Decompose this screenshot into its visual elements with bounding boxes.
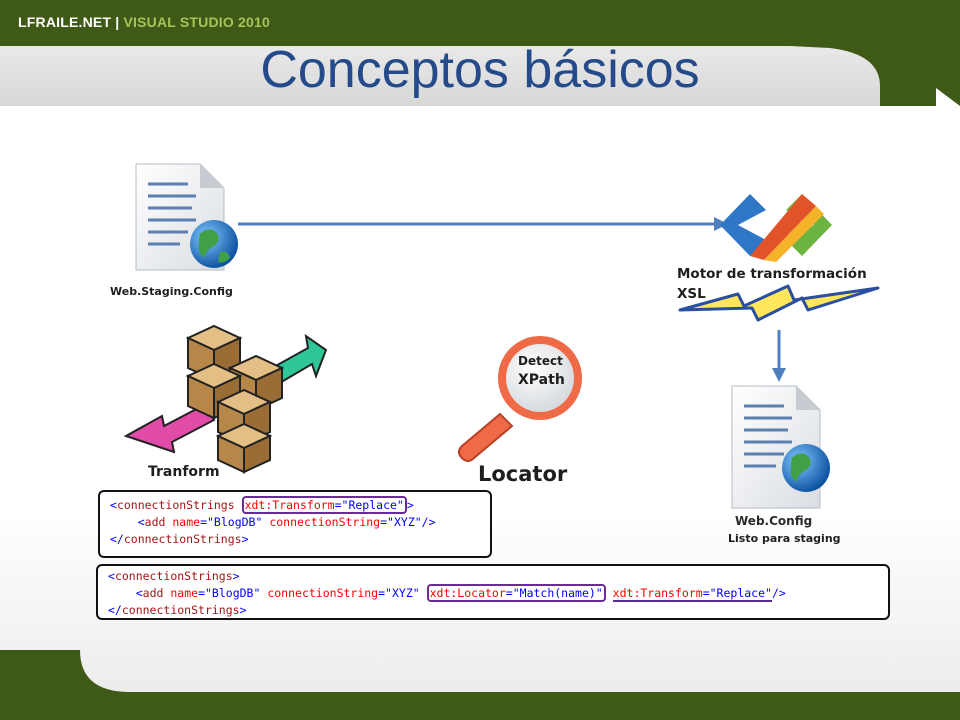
result-file-label: Web.Config [735, 514, 813, 528]
magnifier-icon [458, 336, 582, 462]
corner-decoration [790, 46, 960, 106]
arrow-down-icon [772, 330, 786, 382]
code-snippet-locator: <connectionStrings> <add name="BlogDB" c… [96, 564, 890, 620]
ready-label: Listo para staging [728, 532, 841, 545]
title-band [0, 46, 960, 106]
brand-name: LFRAILE.NET | [18, 14, 120, 30]
right-edge-decoration [936, 88, 960, 118]
transform-underline: xdt:Transform="Replace" [612, 586, 772, 602]
brand: LFRAILE.NET | VISUAL STUDIO 2010 [18, 14, 270, 30]
code-snippet-transform: <connectionStrings xdt:Transform="Replac… [98, 490, 492, 558]
locator-highlight: xdt:Locator="Match(name)" [426, 584, 606, 602]
bottom-decoration [0, 650, 960, 694]
magnifier-text: Detect XPath [518, 352, 565, 390]
cubes-arrows-icon [123, 324, 328, 474]
result-document-globe-icon [731, 385, 830, 509]
transform-highlight: xdt:Transform="Replace" [241, 496, 407, 514]
footer-bar [0, 692, 960, 720]
document-globe-icon [135, 163, 238, 271]
source-file-label: Web.Staging.Config [110, 285, 233, 298]
magnifier-line1: Detect [518, 354, 563, 368]
brand-subtitle: VISUAL STUDIO 2010 [123, 14, 270, 30]
engine-label: Motor de transformación XSL [677, 264, 867, 304]
transform-label: Tranform [148, 464, 220, 480]
magnifier-line2: XPath [518, 372, 565, 388]
flow-arrow [238, 217, 728, 231]
engine-label-line2: XSL [677, 286, 706, 302]
visual-studio-logo-icon [720, 194, 832, 262]
header-bar [0, 0, 960, 46]
engine-label-line1: Motor de transformación [677, 266, 867, 282]
locator-label: Locator [478, 462, 568, 486]
slide-title: Conceptos básicos [260, 41, 700, 99]
lightning-icon [678, 284, 880, 322]
